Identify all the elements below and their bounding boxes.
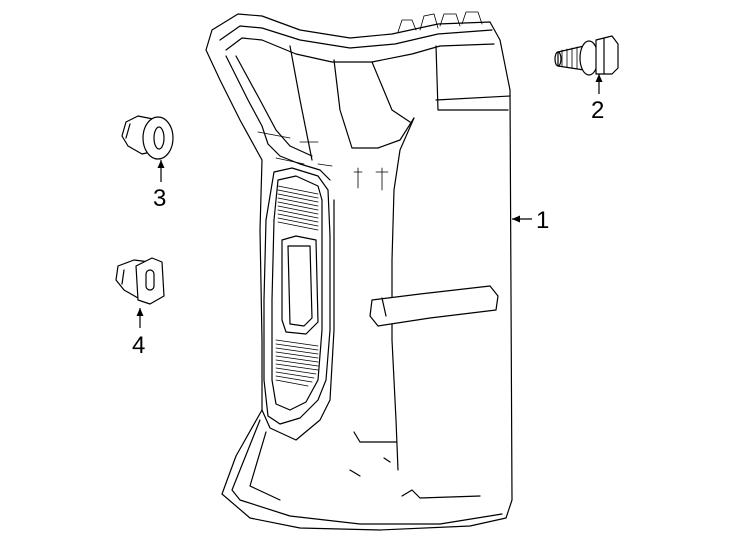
- flange-bolt-icon: [554, 35, 619, 76]
- leader-2: [595, 74, 603, 94]
- retainer-clip-icon: [115, 257, 165, 305]
- leader-1: [512, 215, 532, 223]
- leader-3: [157, 160, 165, 182]
- callout-1-label: 1: [536, 207, 549, 234]
- callout-3-label: 3: [153, 185, 166, 212]
- grommet-nut-icon: [121, 115, 174, 160]
- callout-4-label: 4: [132, 332, 145, 359]
- callout-2-label: 2: [591, 97, 604, 124]
- tail-lamp-assembly: [205, 11, 513, 531]
- leader-4: [136, 308, 144, 328]
- lens-stripes-bottom: [275, 339, 319, 387]
- lens-stripes-top: [277, 185, 319, 231]
